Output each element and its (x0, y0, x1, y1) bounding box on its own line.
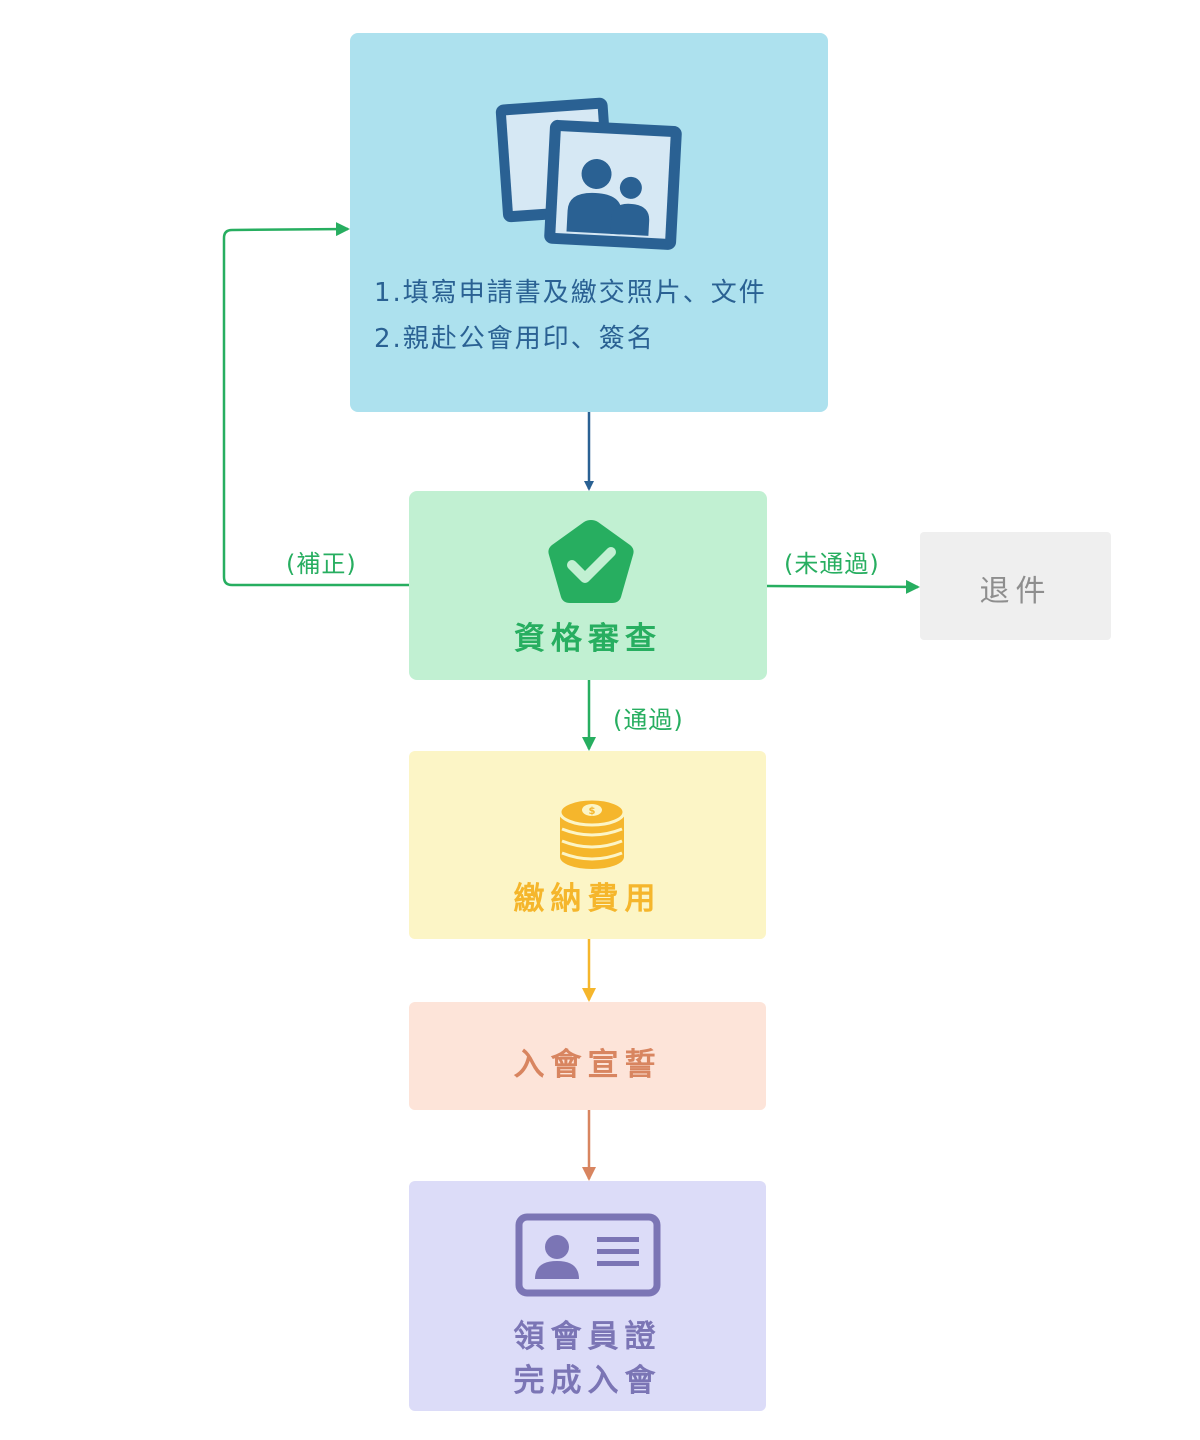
id-card-icon (515, 1213, 661, 1297)
review-step-title: 資格審查 (514, 621, 662, 657)
card-step-title: 領會員證 完成入會 (409, 1315, 766, 1403)
edge-label-correction: (補正) (286, 550, 357, 578)
coins-icon: $ (558, 797, 626, 869)
edge-label-passed: (通過) (613, 706, 684, 734)
apply-step-line-1: 1.填寫申請書及繳交照片、文件 (374, 278, 767, 308)
edge-label-failed: (未通過) (784, 550, 880, 578)
apply-step-line-2: 2.親赴公會用印、簽名 (374, 324, 655, 354)
svg-text:$: $ (589, 806, 596, 817)
reject-label: 退件 (979, 574, 1052, 609)
photos-icon (495, 97, 682, 250)
oath-step-box: 入會宣誓 (409, 1002, 766, 1110)
arrow-review-to-apply (222, 222, 409, 587)
review-step-box: 資格審查 (409, 491, 767, 680)
card-step-box: 領會員證 完成入會 (409, 1181, 766, 1411)
card-step-title-line-1: 領會員證 (513, 1319, 662, 1355)
arrow-review-to-reject (766, 579, 920, 594)
apply-step-box (350, 33, 828, 412)
check-shield-icon (548, 520, 634, 603)
reject-box: 退件 (920, 532, 1111, 640)
oath-step-title: 入會宣誓 (513, 1047, 662, 1083)
pay-step-box: $ 繳納費用 (409, 751, 766, 939)
pay-step-title: 繳納費用 (513, 881, 662, 917)
card-step-title-line-2: 完成入會 (513, 1363, 662, 1399)
